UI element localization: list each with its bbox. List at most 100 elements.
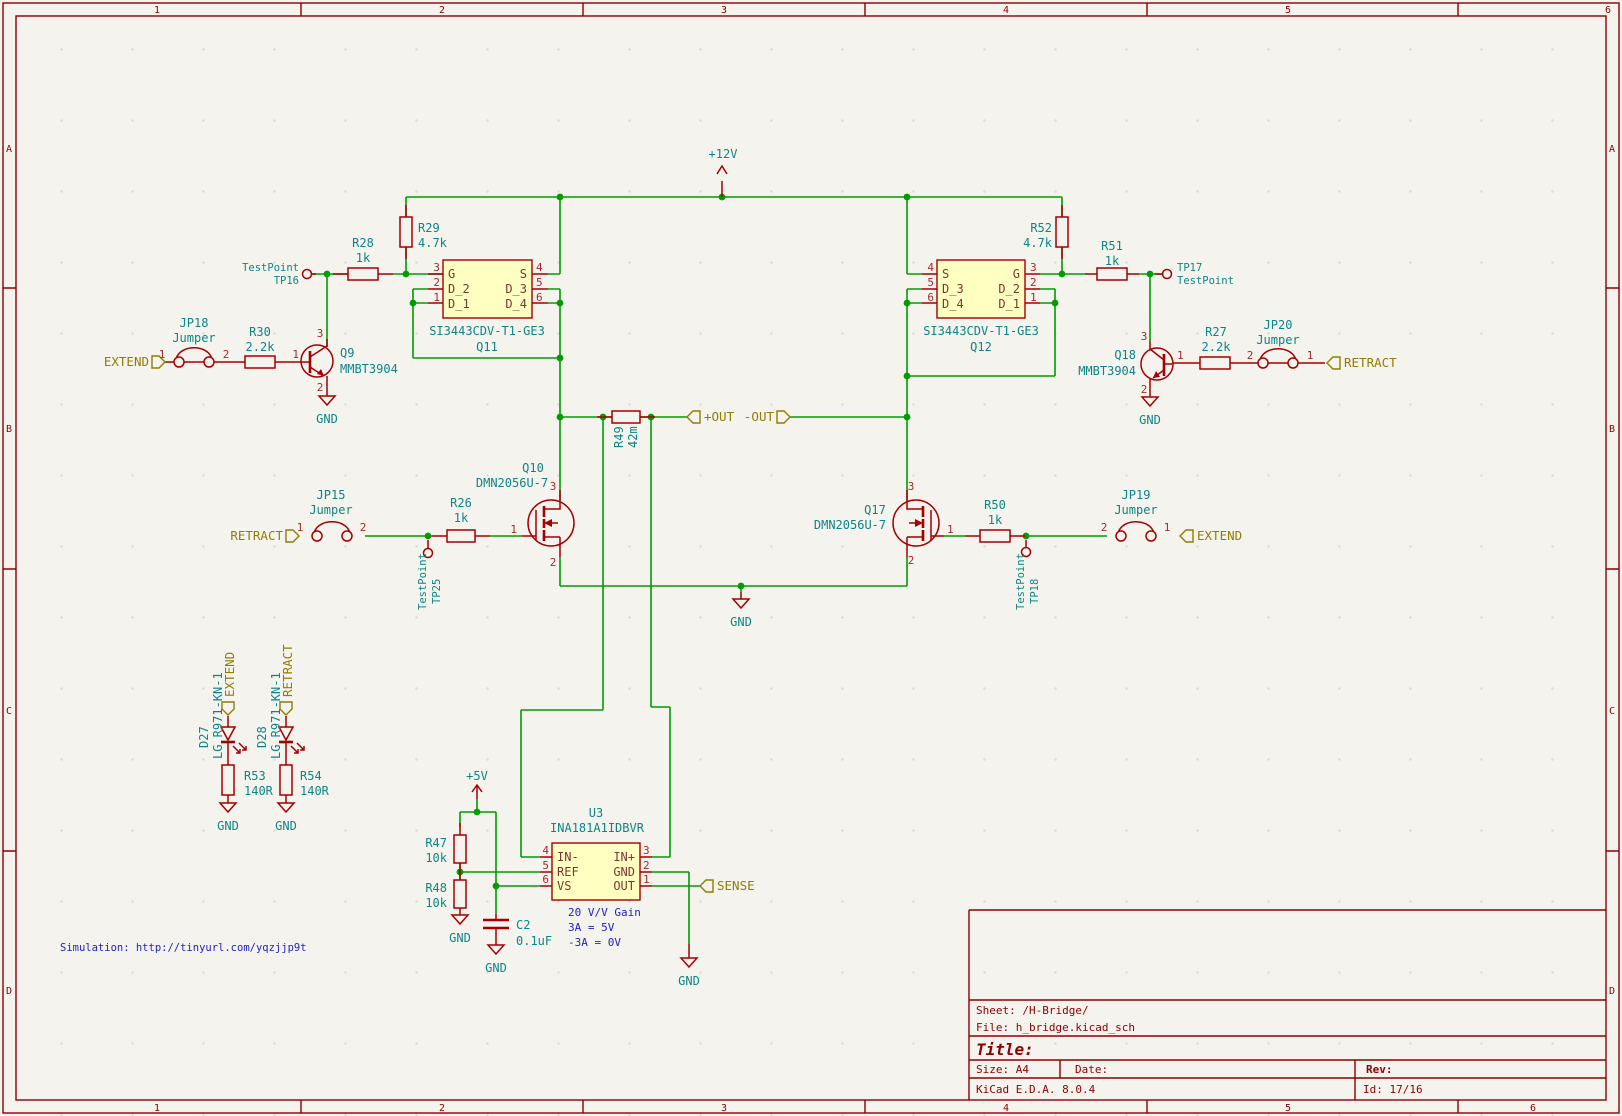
gnd-label: GND xyxy=(485,961,507,975)
pin-number: 5 xyxy=(927,276,934,289)
value-label: 1k xyxy=(1105,254,1120,268)
wire-junctions xyxy=(323,193,1154,890)
resistor-r50[interactable]: R50 1k xyxy=(979,498,1011,543)
pin-name: S xyxy=(520,267,527,281)
ref-label: R28 xyxy=(352,236,374,250)
value-label: 1k xyxy=(988,513,1003,527)
transistor-q9[interactable]: Q9 MMBT3904 1 3 2 xyxy=(292,327,397,394)
pin-number: 2 xyxy=(1030,276,1037,289)
resistor-r48[interactable]: R48 10k xyxy=(425,879,467,910)
transistor-q18[interactable]: Q18 MMBT3904 1 3 2 xyxy=(1078,330,1183,396)
power-5v[interactable]: +5V xyxy=(466,769,488,793)
ic-q12[interactable]: S D_3 D_4 G D_2 D_1 4 5 6 3 2 1 SI3443CD… xyxy=(923,259,1039,354)
border-col-label: 1 xyxy=(154,1103,160,1114)
mosfet-q10[interactable]: Q10 DMN2056U-7 1 3 2 xyxy=(476,461,575,569)
hier-label-retract-right[interactable]: RETRACT xyxy=(1326,355,1397,370)
pin-number: 2 xyxy=(1247,349,1254,362)
jumper-jp19[interactable]: JP19 Jumper 2 1 xyxy=(1101,488,1171,542)
hier-label-extend-left[interactable]: EXTEND xyxy=(104,354,166,369)
resistor-r52[interactable]: R52 4.7k xyxy=(1023,216,1069,250)
jumper-jp18[interactable]: JP18 Jumper 1 2 xyxy=(159,316,230,368)
ref-label: R51 xyxy=(1101,239,1123,253)
resistor-r53[interactable]: R53 140R xyxy=(221,764,274,798)
border-row-label: B xyxy=(1609,424,1615,435)
border-col-label: 4 xyxy=(1003,5,1009,16)
testpoint-tp16[interactable]: TestPoint TP16 xyxy=(242,262,313,287)
mosfet-q17[interactable]: Q17 DMN2056U-7 1 3 2 xyxy=(814,480,954,567)
led-d28[interactable]: D28 LG R971-KN-1 xyxy=(255,672,305,759)
gnd-label: GND xyxy=(275,819,297,833)
simulation-link[interactable]: Simulation: http://tinyurl.com/yqzjjp9t xyxy=(60,942,307,954)
ic-q11[interactable]: G D_2 D_1 S D_3 D_4 3 2 1 4 5 6 SI3443CD… xyxy=(429,259,545,354)
hier-arrow-icon xyxy=(151,355,166,369)
border-col-label: 2 xyxy=(439,5,445,16)
resistor-r26[interactable]: R26 1k xyxy=(446,496,476,543)
ic-u3[interactable]: IN- REF VS IN+ GND OUT 4 5 6 3 2 1 U3 IN… xyxy=(542,806,650,901)
gnd-label: GND xyxy=(316,412,338,426)
pin-number: 1 xyxy=(510,523,517,536)
ref-label: R47 xyxy=(425,836,447,850)
gnd-symbols[interactable]: GND GND GND GND GND GND GND GND xyxy=(217,395,1161,988)
sheet-path: Sheet: /H-Bridge/ xyxy=(976,1004,1089,1017)
value-label: 42m xyxy=(626,426,640,448)
border-col-label: 4 xyxy=(1003,1103,1009,1114)
resistor-r51[interactable]: R51 1k xyxy=(1096,239,1128,281)
value-label: 1k xyxy=(454,511,469,525)
hier-label-out-neg[interactable]: -OUT xyxy=(744,409,791,424)
led-d27[interactable]: D27 LG R971-KN-1 xyxy=(197,672,247,759)
value-label: SI3443CDV-T1-GE3 xyxy=(429,324,545,338)
ref-label: R26 xyxy=(450,496,472,510)
hier-label-out-pos[interactable]: +OUT xyxy=(686,409,735,424)
testpoint-tp17[interactable]: TP17 TestPoint xyxy=(1161,262,1234,287)
pin-name: OUT xyxy=(613,879,635,893)
pin-name: D_1 xyxy=(448,297,470,311)
hier-label-retract-mid[interactable]: RETRACT xyxy=(230,528,300,543)
hier-label-extend-mid[interactable]: EXTEND xyxy=(1179,528,1242,543)
pin-number: 2 xyxy=(550,556,557,569)
pin-number: 4 xyxy=(536,261,543,274)
capacitor-c2[interactable]: C2 0.1uF xyxy=(483,918,552,948)
pin-name: IN+ xyxy=(613,850,635,864)
value-label: TestPoint xyxy=(1015,553,1027,610)
resistor-r30[interactable]: R30 2.2k xyxy=(244,325,276,369)
pin-number: 2 xyxy=(643,859,650,872)
wire-segments[interactable] xyxy=(312,196,1162,944)
hier-label-retract-led[interactable]: RETRACT xyxy=(279,644,295,716)
resistor-r28[interactable]: R28 1k xyxy=(347,236,379,281)
power-label: +5V xyxy=(466,769,488,783)
value-label: 140R xyxy=(244,784,274,798)
hier-arrow-icon xyxy=(1326,356,1341,370)
hier-label-sense[interactable]: SENSE xyxy=(699,878,755,893)
pin-lead-lines xyxy=(165,181,1325,958)
jumper-jp20[interactable]: JP20 Jumper 2 1 xyxy=(1247,318,1314,369)
ref-label: R52 xyxy=(1030,221,1052,235)
resistor-r54[interactable]: R54 140R xyxy=(279,764,330,798)
value-label: 10k xyxy=(425,896,447,910)
led-emission-icon xyxy=(290,742,305,754)
pin-number: 2 xyxy=(908,554,915,567)
resistor-r29[interactable]: R29 4.7k xyxy=(399,216,448,250)
ref-label: Q18 xyxy=(1114,348,1136,362)
border-col-label: 2 xyxy=(439,1103,445,1114)
hier-label-extend-led[interactable]: EXTEND xyxy=(221,652,237,716)
testpoint-tp18[interactable]: TestPoint TP18 xyxy=(1015,546,1041,611)
net-label: EXTEND xyxy=(222,652,237,697)
border-row-label: A xyxy=(6,144,12,155)
pin-number: 1 xyxy=(433,291,440,304)
pin-number: 1 xyxy=(1030,291,1037,304)
resistor-r27[interactable]: R27 2.2k xyxy=(1199,325,1231,370)
power-12v[interactable]: +12V xyxy=(709,147,738,175)
pin-name: D_4 xyxy=(942,297,964,311)
size-label: Size: A4 xyxy=(976,1063,1029,1076)
resistor-r49[interactable]: R49 42m xyxy=(611,410,641,448)
power-arrow-icon xyxy=(716,164,728,175)
pin-number: 3 xyxy=(550,480,557,493)
resistor-r47[interactable]: R47 10k xyxy=(425,834,467,865)
pin-name: D_2 xyxy=(448,282,470,296)
jumper-jp15[interactable]: JP15 Jumper 1 2 xyxy=(297,488,367,542)
value-label: Jumper xyxy=(309,503,352,517)
pin-name: D_3 xyxy=(942,282,964,296)
testpoint-tp25[interactable]: TestPoint TP25 xyxy=(417,547,443,611)
ref-label: Q11 xyxy=(476,340,498,354)
